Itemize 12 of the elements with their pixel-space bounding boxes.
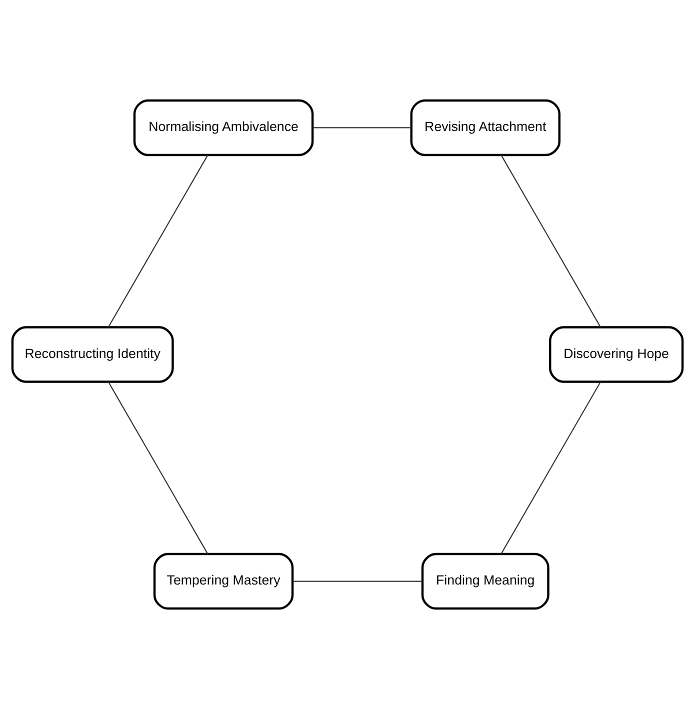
connector	[292, 580, 422, 582]
connector	[500, 154, 601, 328]
node-box: Finding Meaning	[421, 552, 550, 610]
node-box: Discovering Hope	[549, 326, 684, 383]
connector	[108, 154, 208, 328]
connector	[312, 127, 412, 128]
node-box: Reconstructing Identity	[11, 326, 174, 383]
node-box: Revising Attachment	[410, 99, 560, 156]
connector	[500, 382, 602, 554]
node-box: Normalising Ambivalence	[133, 99, 314, 156]
connector	[108, 382, 208, 554]
node-box: Tempering Mastery	[153, 552, 294, 610]
